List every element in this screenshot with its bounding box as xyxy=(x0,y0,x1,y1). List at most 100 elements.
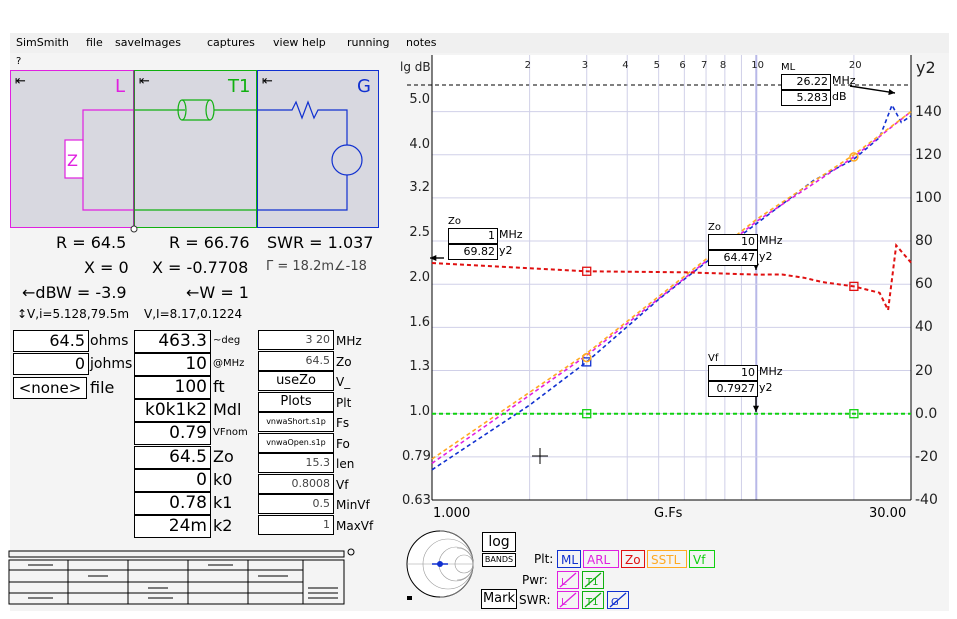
annotation-value: 10 xyxy=(708,234,758,250)
line-param-field[interactable]: 64.5 xyxy=(134,445,211,469)
menu-notes[interactable]: notes xyxy=(406,36,437,49)
schematic-drawing: Z xyxy=(64,70,363,233)
load-reactance-field[interactable]: 0 xyxy=(13,353,89,375)
smith-chart-thumbnail[interactable] xyxy=(402,528,482,608)
y-left-tick: 1.0 xyxy=(409,404,430,419)
y-left-tick: 4.0 xyxy=(409,137,430,152)
x-axis-label: G.Fs xyxy=(654,506,683,521)
plot-toggle-sstl[interactable]: SSTL xyxy=(647,550,687,568)
load-resistance: R = 64.5 xyxy=(56,233,127,252)
annotation-value: 10 xyxy=(708,365,758,381)
annotation-unit: y2 xyxy=(759,381,773,394)
menu-view[interactable]: view xyxy=(273,36,299,49)
line-param-field[interactable]: 100 xyxy=(134,376,211,400)
annotation-unit: MHz xyxy=(832,74,856,87)
line-param-field[interactable]: 0.78 xyxy=(134,491,211,515)
plot-toggle-ml[interactable]: ML xyxy=(557,550,581,568)
x-tick-top: 6 xyxy=(679,60,686,71)
annotation-unit: y2 xyxy=(759,250,773,263)
pwr-toggle-t1[interactable]: T1 xyxy=(582,571,604,589)
gen-param-unit: Zo xyxy=(336,354,352,369)
annotation-value: 64.47 xyxy=(708,250,758,266)
right-axis-label: y2 xyxy=(916,58,936,77)
line-param-field[interactable]: 0.79 xyxy=(134,422,211,446)
x-tick-top: 3 xyxy=(581,60,589,71)
mark-button[interactable]: Mark xyxy=(481,589,517,609)
log-button[interactable]: log xyxy=(482,532,516,552)
annotation-unit: dB xyxy=(832,90,847,103)
load-file-button[interactable]: <none> xyxy=(13,377,87,399)
marker-vf xyxy=(582,409,592,419)
annotation-unit: MHz xyxy=(759,365,783,378)
schematic-gen-panel[interactable] xyxy=(257,70,379,228)
gen-param-button[interactable]: vnwaShort.s1p xyxy=(258,412,334,432)
annotation-trace: Zo xyxy=(448,216,461,227)
crosshair-cursor xyxy=(532,448,548,464)
gen-param-field[interactable]: 0.8008 xyxy=(258,473,334,494)
load-z-glyph: Z xyxy=(67,151,78,170)
menu-running[interactable]: running xyxy=(347,36,390,49)
gen-param-button[interactable]: useZo xyxy=(258,371,334,391)
annotation-arrow xyxy=(849,85,896,94)
line-reactance: X = -0.7708 xyxy=(152,258,249,277)
pwr-toggle-slash-icon xyxy=(559,572,577,588)
pwr-toggle-l[interactable]: L xyxy=(557,571,579,589)
plot-toggle-arl[interactable]: ARL xyxy=(583,550,619,568)
gen-param-field[interactable]: 0.5 xyxy=(258,494,334,514)
gen-param-unit: MHz xyxy=(336,334,362,348)
line-param-field[interactable]: 24m xyxy=(134,514,211,538)
line-param-field[interactable]: 463.3 xyxy=(134,330,211,353)
load-resistance-field[interactable]: 64.5 xyxy=(13,330,89,352)
gen-param-field[interactable]: 64.5 xyxy=(258,350,334,371)
gen-arrow-icon: ⇤ xyxy=(262,74,273,89)
schematic-line-panel[interactable] xyxy=(134,70,257,228)
swr-toggle-l[interactable]: L xyxy=(557,591,579,609)
line-label: T1 xyxy=(228,76,251,97)
y-left-tick: 3.2 xyxy=(409,180,430,195)
y-right-tick: 20 xyxy=(915,362,933,379)
gen-param-button[interactable]: vnwaOpen.s1p xyxy=(258,432,334,453)
menu-simsmith[interactable]: SimSmith xyxy=(16,36,69,49)
x-tick-top: 2 xyxy=(524,60,531,71)
line-param-unit: Zo xyxy=(213,446,234,466)
plot-toggle-vf[interactable]: Vf xyxy=(689,550,715,568)
gamma-readout: Γ = 18.2m∠-18 xyxy=(266,259,367,274)
swr-toggle-g[interactable]: G xyxy=(607,591,629,609)
gen-param-field[interactable]: 1 xyxy=(258,514,334,535)
x-tick-top: 7 xyxy=(701,60,708,71)
gen-param-field[interactable]: 3 20 xyxy=(258,330,334,350)
menu-saveimages[interactable]: saveImages xyxy=(115,36,181,49)
gen-param-button[interactable]: Plots xyxy=(258,391,334,412)
series-arl-line xyxy=(431,110,912,464)
menu-captures[interactable]: captures xyxy=(207,36,255,49)
x-end-label: 30.00 xyxy=(869,506,907,521)
swr-toggle-slash-icon xyxy=(559,592,577,608)
annotation-value: 0.7927 xyxy=(708,381,758,397)
plot-toggle-zo[interactable]: Zo xyxy=(621,550,645,568)
gen-param-unit: Vf xyxy=(336,477,349,492)
menu-help[interactable]: help xyxy=(302,36,326,49)
swr-toggle-t1[interactable]: T1 xyxy=(582,591,604,609)
swr-toggle-slash-icon xyxy=(584,592,602,608)
help-mark[interactable]: ? xyxy=(16,56,22,67)
bands-button[interactable]: BANDS xyxy=(482,553,516,567)
component-palette[interactable] xyxy=(8,548,358,608)
annotation-trace: Vf xyxy=(708,353,719,364)
watts-readout: ←W = 1 xyxy=(186,283,249,302)
line-param-unit: VFnom xyxy=(213,427,248,439)
line-param-unit: ~deg xyxy=(213,335,241,346)
annotation-trace: Zo xyxy=(708,222,721,233)
menu-file[interactable]: file xyxy=(86,36,103,49)
frequency-plot[interactable] xyxy=(395,55,920,525)
y-right-tick: 140 xyxy=(915,103,942,120)
annotation-unit: MHz xyxy=(759,234,783,247)
line-param-field[interactable]: 0 xyxy=(134,468,211,492)
line-param-field[interactable]: k0k1k2 xyxy=(134,399,211,423)
line-resistance: R = 66.76 xyxy=(169,233,250,252)
line-param-field[interactable]: 10 xyxy=(134,353,211,377)
pwr-label: Pwr: xyxy=(522,573,548,587)
gen-param-unit: Plt xyxy=(336,395,352,410)
gen-param-field[interactable]: 15.3 xyxy=(258,453,334,473)
annotation-value: 1 xyxy=(448,228,498,244)
